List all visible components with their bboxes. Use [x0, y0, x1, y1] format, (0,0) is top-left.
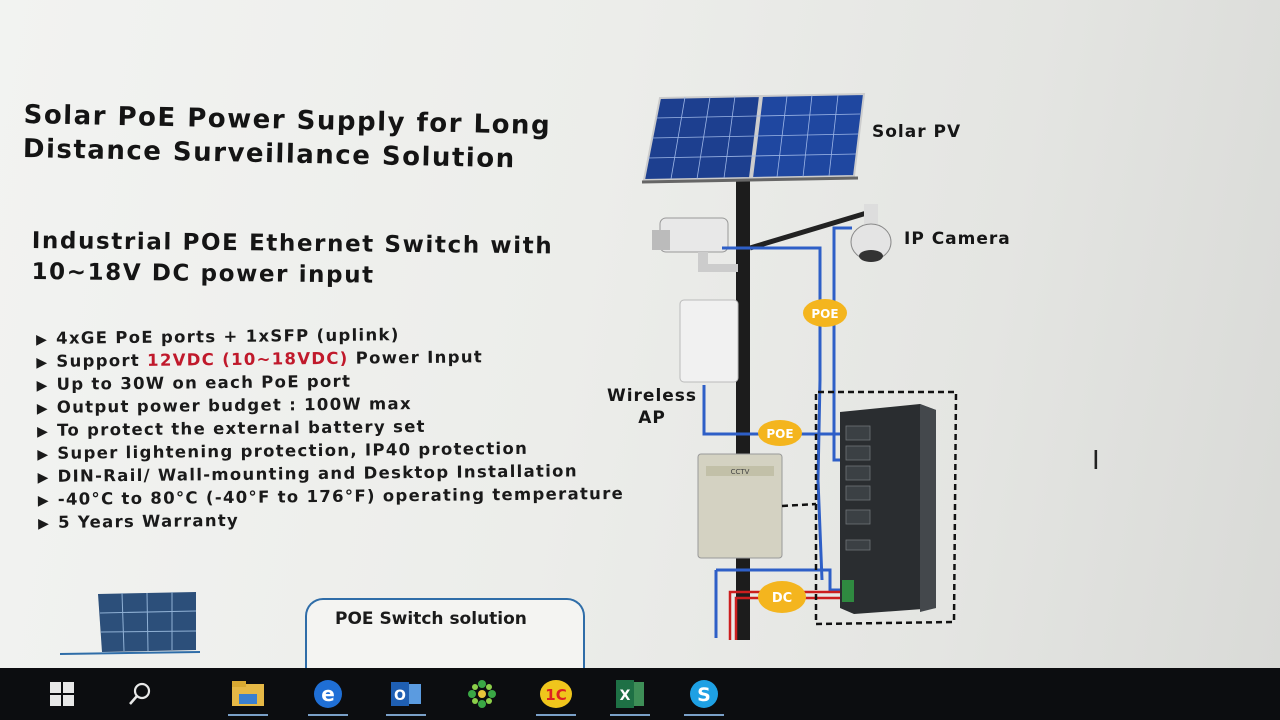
slide-title: Solar PoE Power Supply for Long Distance… [23, 98, 624, 179]
excel-icon[interactable]: X [600, 668, 660, 720]
svg-text:POE: POE [766, 427, 793, 441]
feature-list: ▶4xGE PoE ports + 1xSFP (uplink) ▶Suppor… [36, 322, 658, 535]
surveillance-diagram: CCTV POE POE DC [641, 92, 958, 640]
slide-subtitle: Industrial POE Ethernet Switch with 10~1… [31, 226, 612, 294]
1c-icon[interactable]: 1C [526, 668, 586, 720]
search-icon[interactable] [110, 668, 170, 720]
svg-text:POE: POE [811, 307, 838, 321]
svg-text:DC: DC [772, 591, 792, 606]
poe-badge-top: POE [803, 299, 847, 327]
wireless-ap-label: Wireless AP [606, 386, 698, 428]
bullet-arrow-icon: ▶ [37, 515, 51, 532]
solar-pv-label: Solar PV [872, 122, 962, 142]
bullet-camera-icon [652, 217, 738, 272]
network-cables [702, 226, 852, 638]
slide-subtitle-line2: 10~18V DC power input [31, 258, 375, 289]
bullet-arrow-icon: ▶ [36, 354, 49, 371]
svg-text:X: X [620, 688, 631, 704]
skype-icon[interactable]: S [674, 668, 734, 720]
bullet-arrow-icon: ▶ [36, 400, 50, 417]
solar-panel-icon [641, 92, 866, 184]
cctv-junction-box: CCTV [697, 453, 783, 559]
svg-text:O: O [394, 688, 406, 704]
taskbar: e O 1C X S [0, 668, 1280, 720]
ip-camera-label: IP Camera [904, 229, 1011, 249]
bullet-arrow-icon: ▶ [36, 331, 49, 348]
svg-text:S: S [697, 684, 711, 706]
solar-panel-thumbnail [60, 592, 201, 655]
dome-camera-icon [850, 204, 892, 262]
file-explorer-icon[interactable] [218, 668, 278, 720]
bullet-arrow-icon: ▶ [37, 492, 50, 509]
tab-label: POE Switch solution [335, 609, 527, 629]
svg-text:1C: 1C [545, 686, 566, 704]
poe-switch-device [840, 404, 936, 614]
dc-badge: DC [758, 581, 806, 613]
cctv-box-label: CCTV [731, 468, 750, 476]
outlook-icon[interactable]: O [376, 668, 436, 720]
bullet-arrow-icon: ▶ [37, 446, 50, 463]
green-app-icon[interactable] [452, 668, 512, 720]
windows-start-icon[interactable] [32, 668, 92, 720]
text-cursor-icon: I [1092, 446, 1100, 476]
poe-badge-middle: POE [758, 420, 802, 446]
bullet-arrow-icon: ▶ [37, 423, 50, 440]
bullet-arrow-icon: ▶ [36, 377, 49, 394]
edge-icon[interactable]: e [298, 668, 358, 720]
wireless-ap-device [679, 299, 739, 383]
presentation-slide: Solar PoE Power Supply for Long Distance… [0, 0, 1280, 668]
poe-switch-solution-tab: POE Switch solution [305, 598, 585, 668]
feature-highlight: 12VDC (10~18VDC) [147, 348, 349, 370]
bullet-arrow-icon: ▶ [37, 469, 50, 486]
svg-text:e: e [321, 682, 335, 706]
